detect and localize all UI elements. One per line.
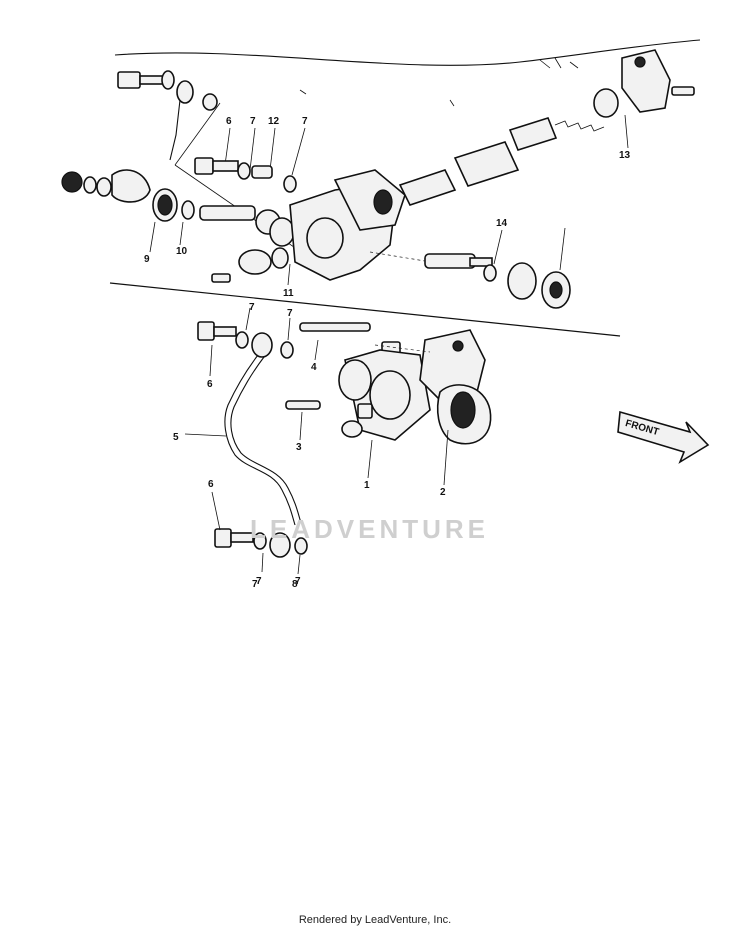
callout-label: 7	[252, 579, 258, 590]
callout-label: 7	[256, 576, 262, 587]
pump-pin-seals	[424, 253, 571, 309]
callout-labels: 5 6 6 6 7 7 7 7 7 7 9 10 11 12 13 14 1 2…	[144, 116, 631, 590]
callout-label: 2	[440, 487, 446, 498]
pump-body-upper	[199, 169, 406, 283]
oil-line-upper	[169, 99, 181, 161]
callout-label: 13	[619, 150, 631, 161]
banjo-bolt-lower	[197, 321, 294, 359]
callout-label: 7	[250, 116, 256, 127]
front-arrow: FRONT	[617, 410, 710, 464]
section-divider	[109, 282, 621, 337]
pump-body-lower	[285, 322, 492, 445]
callout-label: 8	[292, 579, 298, 590]
bolt-6-upper	[194, 157, 297, 193]
callout-label: 3	[296, 442, 302, 453]
callout-label: 11	[283, 288, 294, 299]
callout-label: 6	[226, 116, 232, 127]
banjo-bolt-top	[117, 70, 218, 111]
oil-pipe-5	[224, 354, 296, 526]
drive-shaft-upper	[398, 49, 695, 206]
callout-label: 5	[173, 432, 179, 443]
callout-label: 10	[176, 246, 188, 257]
footer-credit: Rendered by LeadVenture, Inc.	[298, 914, 452, 926]
callout-label: 4	[311, 362, 317, 373]
watermark: LEADVENTURE	[250, 514, 489, 544]
callout-label: 7	[302, 116, 308, 127]
callout-label: 1	[364, 480, 370, 491]
banjo-bolt-bottom	[214, 528, 308, 558]
callout-label: 6	[208, 479, 214, 490]
callout-label: 7	[295, 576, 301, 587]
callout-label: 7	[287, 308, 293, 319]
callout-label: 6	[207, 379, 213, 390]
callout-label: 12	[268, 116, 280, 127]
engine-case-speckle	[299, 57, 579, 107]
callout-label: 9	[144, 254, 150, 265]
left-cover-group	[61, 169, 195, 222]
callout-label: 7	[249, 302, 255, 313]
engine-case-outline	[114, 39, 701, 66]
callout-label: 14	[496, 218, 508, 229]
